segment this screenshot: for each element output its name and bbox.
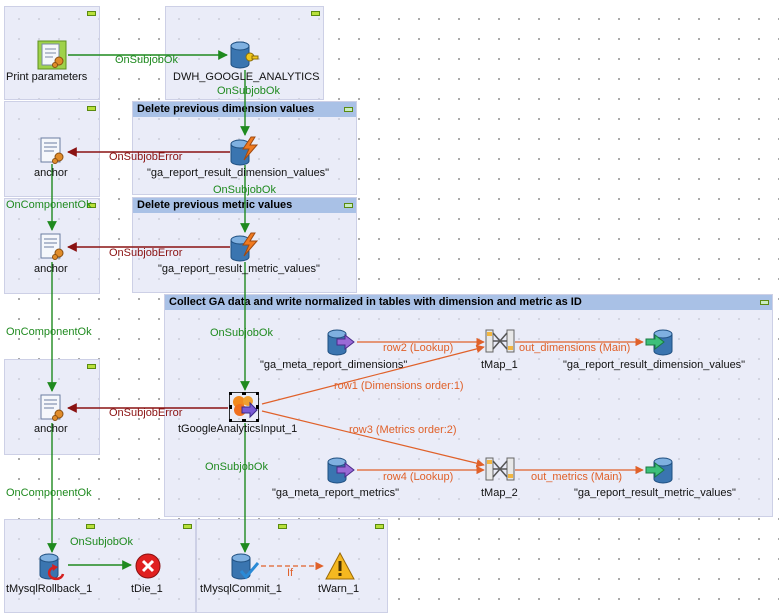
component-label[interactable]: tMap_2 (481, 487, 518, 499)
subjob-rollback[interactable] (4, 519, 196, 613)
component-dimension-values-delete[interactable] (229, 136, 259, 166)
google-analytics-icon (229, 392, 259, 422)
collapse-subjob-button[interactable] (375, 524, 384, 529)
link-label-tmap-2-to-result-metric[interactable]: out_metrics (Main) (531, 471, 623, 483)
component-label[interactable]: tMap_1 (481, 359, 518, 371)
link-label-ga-to-tmap-1[interactable]: row1 (Dimensions order:1) (334, 380, 464, 392)
db-output-icon (645, 329, 673, 356)
link-label-dwh-to-dimension[interactable]: OnSubjobOk (217, 85, 280, 97)
component-anchor-1[interactable] (37, 136, 67, 166)
die-icon (135, 553, 161, 579)
component-label[interactable]: "ga_report_result_dimension_values" (563, 359, 746, 371)
component-label[interactable]: anchor (34, 423, 68, 435)
collapse-subjob-button[interactable] (760, 300, 769, 305)
db-input-icon (327, 329, 355, 356)
component-label[interactable]: "ga_meta_report_dimensions" (260, 359, 408, 371)
link-label-dimension-to-anchor-1[interactable]: OnSubjobError (109, 151, 183, 163)
db-rollback-icon (39, 553, 65, 581)
collapse-subjob-button[interactable] (87, 364, 96, 369)
link-label-metric-to-ga[interactable]: OnSubjobOk (210, 327, 273, 339)
script-icon (37, 40, 67, 70)
db-connection-icon (230, 41, 259, 69)
link-label-anchor-2-to-anchor-3[interactable]: OnComponentOk (6, 326, 92, 338)
link-label-ga-to-anchor-3[interactable]: OnSubjobError (109, 407, 183, 419)
component-warn[interactable] (325, 552, 355, 582)
link-label-anchor-1-to-anchor-2[interactable]: OnComponentOk (6, 199, 92, 211)
link-label-anchor-3-to-rollback[interactable]: OnComponentOk (6, 487, 92, 499)
collapse-subjob-button[interactable] (87, 106, 96, 111)
link-label-meta-metrics-to-tmap-2[interactable]: row4 (Lookup) (383, 471, 454, 483)
component-label[interactable]: "ga_meta_report_metrics" (272, 487, 400, 499)
db-commit-icon (231, 553, 259, 580)
component-metric-values-delete[interactable] (229, 232, 259, 262)
component-mysql-rollback[interactable] (37, 552, 67, 582)
link-label-meta-dimensions-to-tmap-1[interactable]: row2 (Lookup) (383, 342, 454, 354)
collapse-subjob-button[interactable] (183, 524, 192, 529)
component-label[interactable]: anchor (34, 167, 68, 179)
component-label[interactable]: tGoogleAnalyticsInput_1 (178, 423, 298, 435)
collapse-subjob-button[interactable] (86, 524, 95, 529)
link-ga-to-tmap-1 (261, 344, 485, 405)
component-label[interactable]: tWarn_1 (318, 583, 360, 595)
script-icon (40, 137, 64, 164)
component-result-dimension-values[interactable] (645, 327, 675, 357)
component-label[interactable]: "ga_report_result_dimension_values" (147, 167, 330, 179)
component-tmap-2[interactable] (485, 455, 515, 485)
collapse-subjob-button[interactable] (344, 107, 353, 112)
collapse-subjob-button[interactable] (344, 203, 353, 208)
link-ga-to-tmap-2 (261, 410, 485, 468)
subjob-commit[interactable] (196, 519, 388, 613)
subjob-title[interactable]: Delete previous dimension values (133, 102, 356, 117)
component-die[interactable] (133, 552, 163, 582)
tmap-icon (485, 329, 515, 353)
db-delete-icon (230, 232, 259, 262)
db-delete-icon (230, 136, 259, 166)
component-label[interactable]: "ga_report_result_metric_values" (574, 487, 736, 499)
collapse-subjob-button[interactable] (278, 524, 287, 529)
component-result-metric-values[interactable] (645, 455, 675, 485)
component-meta-dimensions[interactable] (325, 327, 355, 357)
component-print-parameters[interactable] (37, 40, 67, 70)
link-label-rollback-to-die[interactable]: OnSubjobOk (70, 536, 133, 548)
link-label-metric-to-anchor-2[interactable]: OnSubjobError (109, 247, 183, 259)
link-label-ga-to-tmap-2[interactable]: row3 (Metrics order:2) (349, 424, 457, 436)
db-input-icon (327, 457, 355, 484)
component-anchor-3[interactable] (37, 393, 67, 423)
component-ga-input[interactable] (229, 392, 259, 422)
link-label-tmap-1-to-result-dimension[interactable]: out_dimensions (Main) (519, 342, 631, 354)
collapse-subjob-button[interactable] (87, 203, 96, 208)
link-label-print-to-dwh[interactable]: OnSubjobOk (115, 54, 178, 66)
component-mysql-commit[interactable] (229, 552, 259, 582)
collapse-subjob-button[interactable] (311, 11, 320, 16)
tmap-icon (485, 457, 515, 481)
link-label-dimension-to-metric[interactable]: OnSubjobOk (213, 184, 276, 196)
subjob-title[interactable]: Collect GA data and write normalized in … (165, 295, 772, 310)
script-icon (40, 233, 64, 260)
component-label[interactable]: tMysqlCommit_1 (200, 583, 282, 595)
component-label[interactable]: tDie_1 (131, 583, 163, 595)
warning-icon (325, 552, 355, 580)
component-dwh-google-analytics[interactable] (229, 40, 259, 70)
component-tmap-1[interactable] (485, 327, 515, 357)
component-label[interactable]: "ga_report_result_metric_values" (158, 263, 320, 275)
component-anchor-2[interactable] (37, 232, 67, 262)
component-label[interactable]: DWH_GOOGLE_ANALYTICS (173, 71, 320, 83)
component-meta-metrics[interactable] (325, 455, 355, 485)
collapse-subjob-button[interactable] (87, 11, 96, 16)
component-label[interactable]: tMysqlRollback_1 (6, 583, 93, 595)
link-label-commit-to-warn[interactable]: If (287, 567, 294, 579)
link-label-ga-to-commit[interactable]: OnSubjobOk (205, 461, 268, 473)
db-output-icon (645, 457, 673, 484)
component-label[interactable]: Print parameters (6, 71, 88, 83)
script-icon (40, 394, 64, 421)
component-label[interactable]: anchor (34, 263, 68, 275)
